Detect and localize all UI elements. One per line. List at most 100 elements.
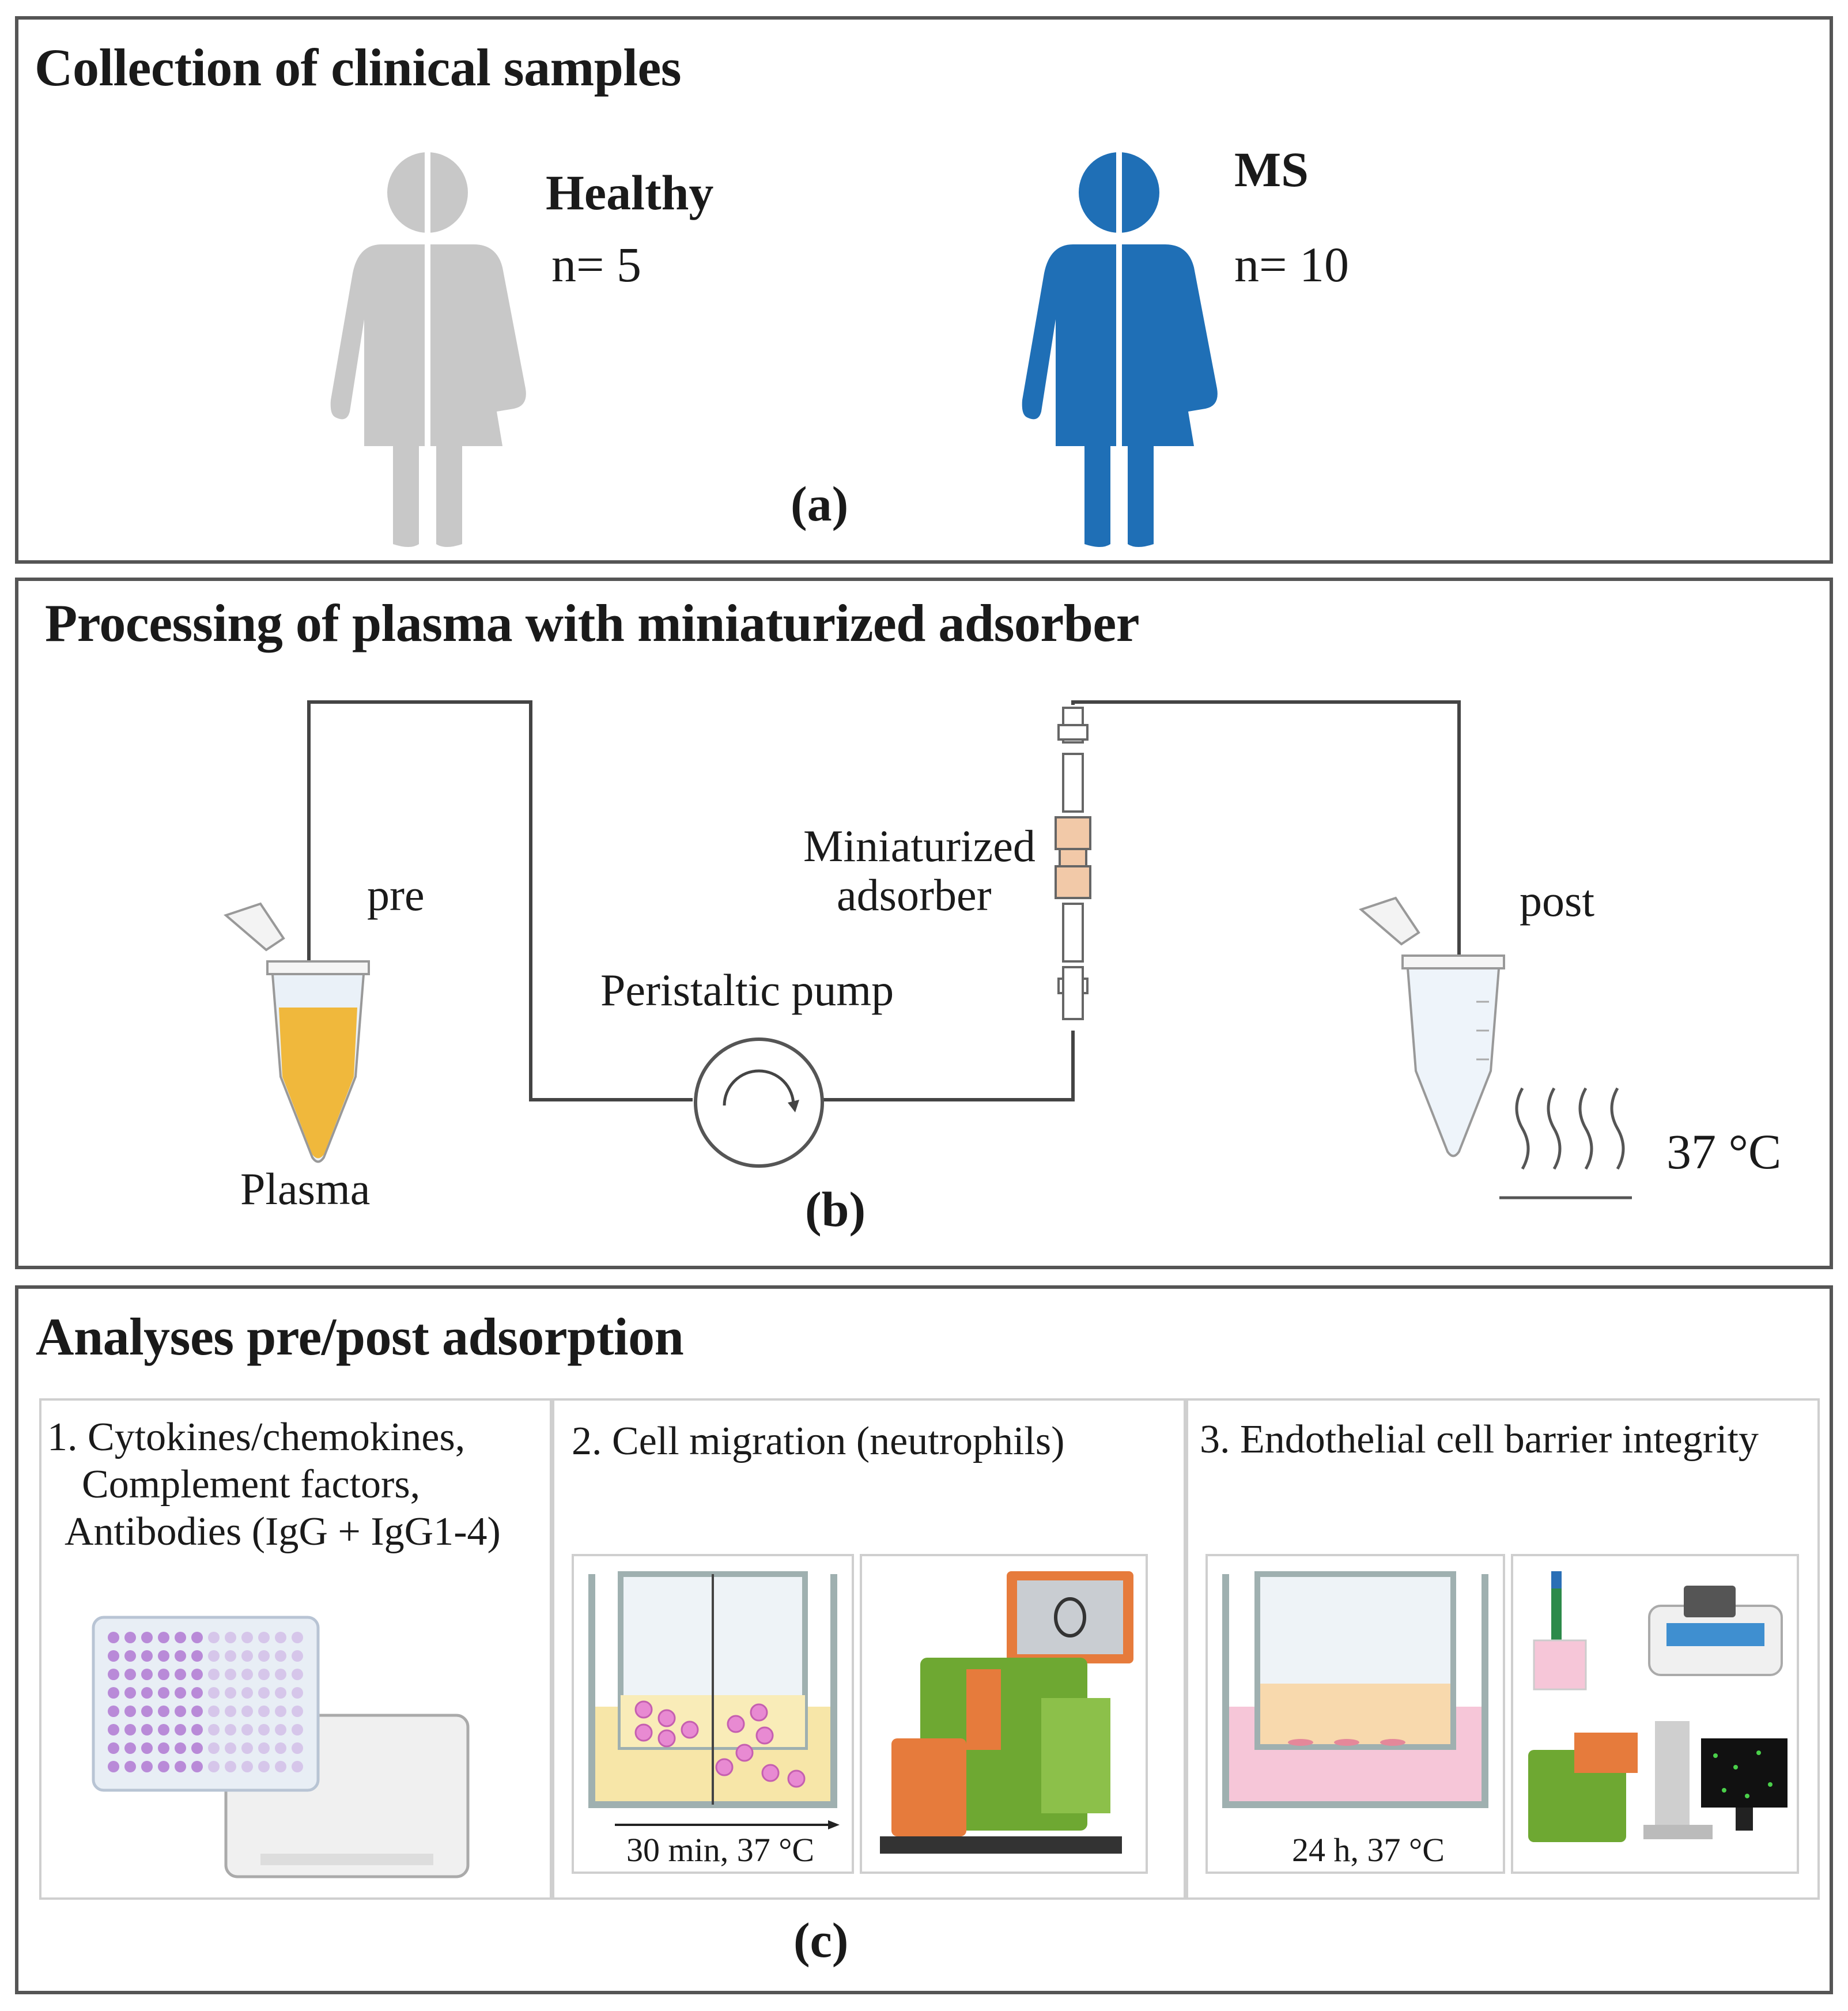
plate-well <box>258 1650 270 1662</box>
plate-well <box>225 1761 236 1772</box>
pre-label: pre <box>367 870 425 920</box>
plate-well <box>292 1742 303 1754</box>
section-1-line3: Antibodies (IgG + IgG1-4) <box>65 1510 501 1554</box>
plate-well <box>158 1724 169 1735</box>
plate-well <box>108 1742 119 1754</box>
plate-well <box>208 1742 220 1754</box>
plate-well <box>158 1632 169 1643</box>
plate-well <box>292 1724 303 1735</box>
temperature-label: 37 °C <box>1666 1124 1782 1179</box>
plate-well <box>175 1669 186 1680</box>
pre-tube-icon <box>224 902 370 1163</box>
section-2-caption: 30 min, 37 °C <box>626 1831 815 1869</box>
healthy-person-icon <box>330 149 526 547</box>
section-3-caption: 24 h, 37 °C <box>1292 1831 1445 1869</box>
plate-well <box>124 1669 136 1680</box>
peristaltic-pump-icon <box>694 1037 824 1168</box>
plate-well <box>225 1724 236 1735</box>
plate-well <box>124 1761 136 1772</box>
plate-well <box>292 1669 303 1680</box>
plate-well <box>175 1706 186 1717</box>
tubing-circuit <box>307 700 1461 1101</box>
plate-well <box>258 1724 270 1735</box>
section-1-line1: 1. Cytokines/chemokines, <box>47 1415 466 1459</box>
plate-well <box>225 1632 236 1643</box>
plate-well <box>108 1706 119 1717</box>
plate-well <box>292 1687 303 1699</box>
plate-well <box>175 1687 186 1699</box>
section-3-box <box>1186 1398 1820 1900</box>
plate-well <box>158 1761 169 1772</box>
ms-person-icon <box>1022 149 1218 547</box>
ms-count: n= 10 <box>1234 237 1350 292</box>
plate-well <box>191 1632 203 1643</box>
imaging-device-icon <box>880 1571 1133 1854</box>
plate-well <box>208 1761 220 1772</box>
plate-well <box>258 1632 270 1643</box>
adsorber-label-line1: Miniaturized <box>803 821 1036 871</box>
plate-well <box>292 1706 303 1717</box>
plate-well <box>275 1687 286 1699</box>
post-label: post <box>1520 876 1595 926</box>
panel-c-tag: (c) <box>793 1912 849 1968</box>
plate-well <box>141 1669 153 1680</box>
plate-well <box>158 1687 169 1699</box>
plate-well <box>141 1706 153 1717</box>
plate-well <box>124 1650 136 1662</box>
healthy-count: n= 5 <box>551 237 642 292</box>
plate-well <box>141 1650 153 1662</box>
plate-well <box>141 1687 153 1699</box>
section-2-label: 2. Cell migration (neutrophils) <box>572 1419 1065 1463</box>
pump-label: Peristaltic pump <box>600 965 894 1015</box>
plate-well <box>225 1706 236 1717</box>
plate-well <box>241 1650 253 1662</box>
plate-well <box>208 1706 220 1717</box>
plate-well <box>258 1687 270 1699</box>
section-1-box <box>39 1398 552 1900</box>
post-tube-icon <box>1359 896 1505 1157</box>
plate-well <box>241 1742 253 1754</box>
plate-well <box>141 1761 153 1772</box>
plate-well <box>275 1742 286 1754</box>
plate-reader-icon <box>92 1616 470 1878</box>
panel-b-tag: (b) <box>805 1182 866 1237</box>
adsorber-label-line2: adsorber <box>837 870 992 920</box>
plate-well <box>292 1761 303 1772</box>
plate-well <box>191 1761 203 1772</box>
plate-well <box>124 1742 136 1754</box>
plate-well <box>258 1706 270 1717</box>
plate-well <box>191 1687 203 1699</box>
plate-well <box>208 1687 220 1699</box>
section-3-label: 3. Endothelial cell barrier integrity <box>1200 1417 1759 1462</box>
plate-well <box>258 1669 270 1680</box>
plate-well <box>225 1687 236 1699</box>
transwell-migration-box <box>572 1554 854 1874</box>
plate-well <box>108 1650 119 1662</box>
plate-well <box>191 1724 203 1735</box>
plate-well <box>108 1724 119 1735</box>
barrier-instruments-icon <box>1528 1571 1787 1842</box>
plate-well <box>275 1724 286 1735</box>
plate-well <box>241 1761 253 1772</box>
plate-well <box>175 1742 186 1754</box>
plate-well <box>275 1706 286 1717</box>
panel-a-tag: (a) <box>791 476 849 531</box>
plate-well <box>175 1761 186 1772</box>
plate-well <box>241 1724 253 1735</box>
plate-well <box>108 1687 119 1699</box>
plate-well <box>158 1669 169 1680</box>
plate-well <box>275 1669 286 1680</box>
panel-a: Collection of clinical samples Healthy n… <box>15 16 1833 564</box>
plate-well <box>225 1742 236 1754</box>
plate-well <box>208 1724 220 1735</box>
plate-well <box>292 1632 303 1643</box>
transwell-migration-icon <box>588 1571 840 1829</box>
plate-well <box>241 1687 253 1699</box>
plate-well <box>275 1650 286 1662</box>
plate-well <box>158 1742 169 1754</box>
panel-b-title: Processing of plasma with miniaturized a… <box>45 594 1140 652</box>
plate-well <box>158 1706 169 1717</box>
plate-well <box>241 1632 253 1643</box>
plate-well <box>124 1724 136 1735</box>
plate-well <box>124 1632 136 1643</box>
